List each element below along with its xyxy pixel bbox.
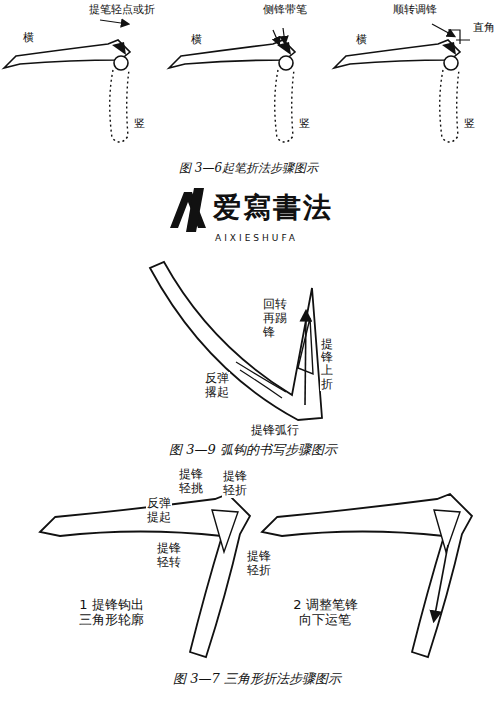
step-label: 提锋轻挑	[178, 468, 204, 496]
step-label: 反弹提起	[146, 497, 172, 525]
step-label: 侧锋带笔	[262, 4, 308, 17]
step-label: 回转再踢锋	[262, 298, 288, 339]
figure-caption: 图 3—6起笔折法步骤图示	[178, 162, 319, 176]
stroke-name: 竖	[463, 118, 476, 131]
step-label: 顺转调锋	[392, 4, 438, 17]
stroke-name: 横	[355, 34, 368, 47]
watermark: 爱寫書法	[212, 192, 334, 224]
stroke-name: 横	[190, 34, 203, 47]
stroke-name: 横	[22, 32, 35, 45]
watermark: AIXIESHUFA	[214, 233, 299, 243]
stroke-name: 竖	[298, 118, 311, 131]
step-label: 提笔轻点或折	[88, 4, 156, 17]
step-label: 提锋弧行	[250, 424, 300, 438]
step-label: 提锋轻转	[156, 542, 182, 570]
figure-caption: 图 3—7 三角形折法步骤图示	[172, 672, 342, 687]
step-caption: 2 调整笔锋 向下运笔	[290, 598, 361, 628]
step-label: 提锋轻折	[222, 470, 248, 498]
step-label: 反弹撂起	[204, 372, 230, 400]
stroke-name: 竖	[133, 118, 146, 131]
step-label: 提锋轻折	[246, 550, 272, 578]
angle-label: 直角	[472, 22, 496, 35]
figure-caption: 图 3—9 弧钩的书写步骤图示	[168, 443, 338, 458]
step-caption: 1 提锋钩出 三角形轮廓	[76, 598, 147, 628]
step-label: 提锋上折	[320, 338, 334, 391]
